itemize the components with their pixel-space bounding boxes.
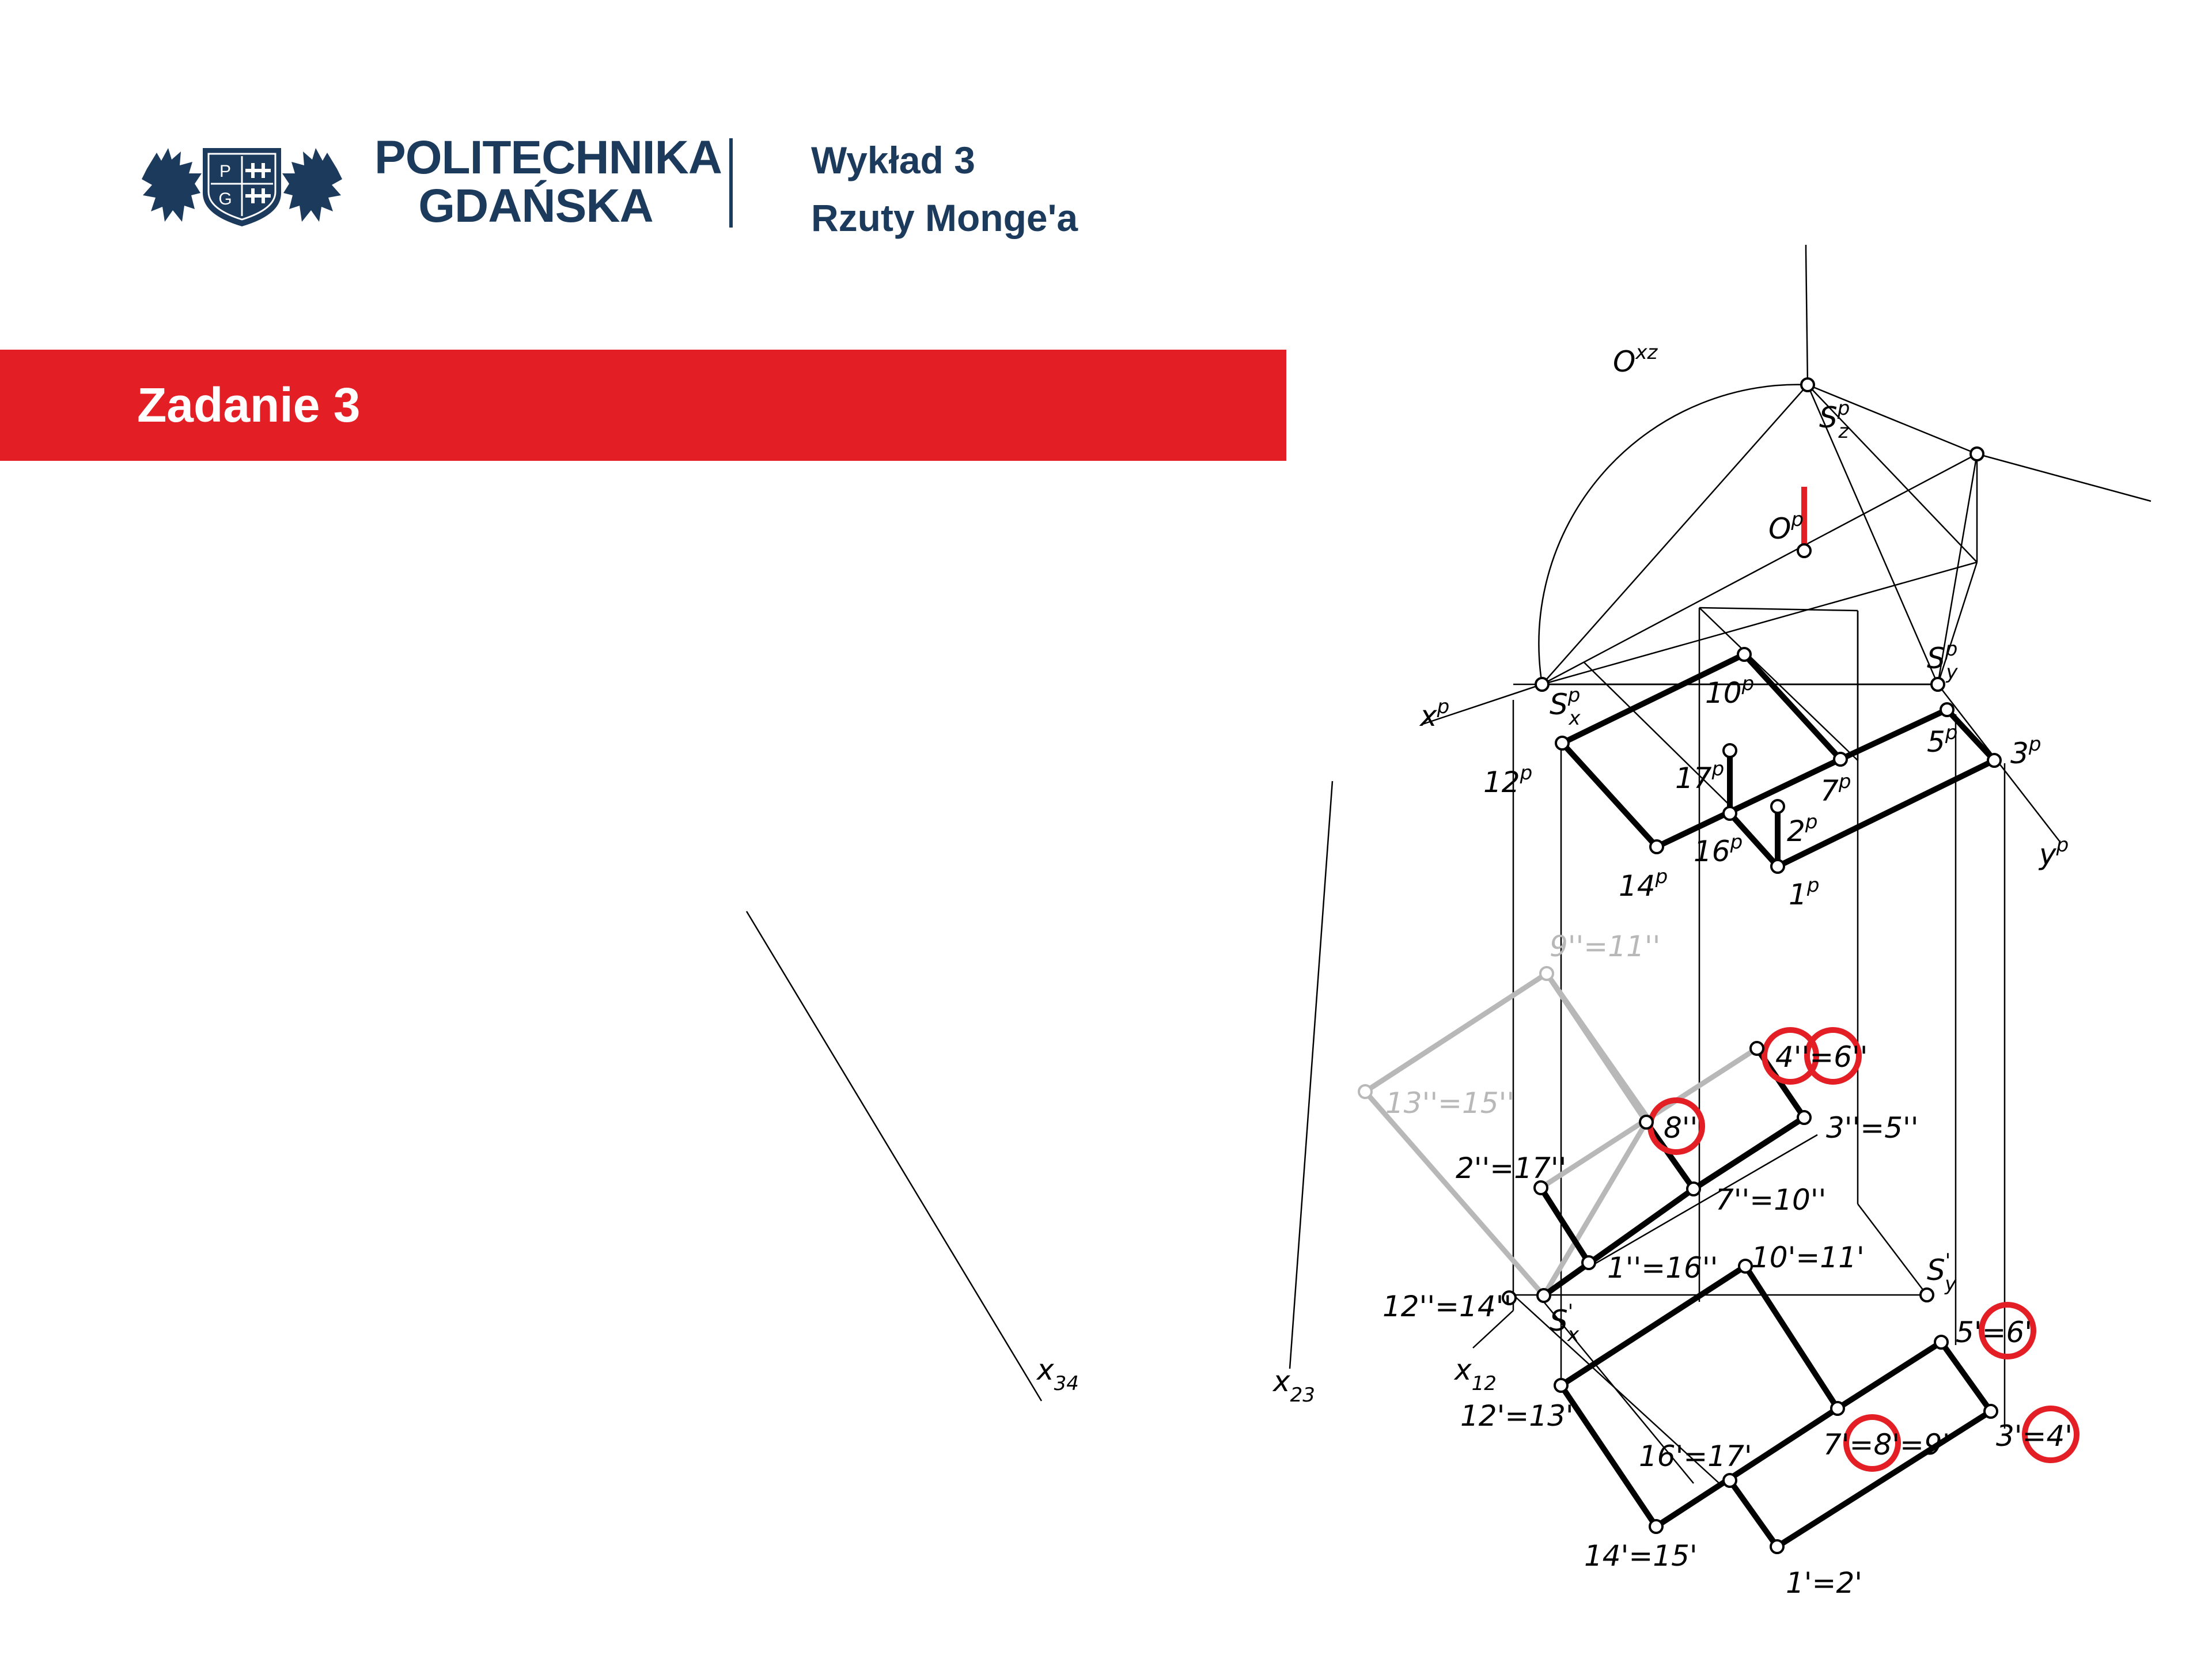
highlight-circle-8h: [1843, 1414, 1901, 1472]
lecture-title: Wykład 3: [811, 139, 975, 181]
label-7-10-elev: 7''=10'': [1715, 1183, 1826, 1217]
hidden-points: [1358, 966, 1554, 1099]
label-3-4-plan: 3'=4': [1996, 1419, 2073, 1453]
header-divider: [729, 138, 733, 228]
task-banner: Zadanie 3: [0, 350, 1286, 461]
lecture-subtitle: Rzuty Monge'a: [811, 196, 1078, 239]
label-1-16-elev: 1''=16'': [1607, 1251, 1718, 1285]
label-8-elev: 8'': [1664, 1111, 1698, 1145]
label-14p: 14p: [1619, 865, 1668, 903]
label-5p: 5p: [1927, 721, 1957, 759]
label-yp: yp: [2038, 834, 2069, 871]
label-17p: 17p: [1675, 757, 1724, 795]
label-2-17-elev: 2''=17'': [1456, 1152, 1566, 1185]
task-title: Zadanie 3: [137, 378, 361, 432]
label-4-6-elev: 4''=6'': [1775, 1040, 1868, 1074]
lecture-info: Wykład 3 Rzuty Monge'a: [811, 131, 1078, 247]
label-x23: x23: [1272, 1365, 1315, 1407]
label-16-17-plan: 16'=17': [1639, 1440, 1752, 1473]
label-10p: 10p: [1705, 672, 1754, 710]
label-2p: 2p: [1787, 810, 1817, 848]
university-name: POLITECHNIKA GDAŃSKA: [374, 131, 722, 232]
label-5-6-plan: 5'=6': [1956, 1316, 2032, 1349]
label-7p: 7p: [1820, 770, 1851, 808]
label-op: Op: [1768, 508, 1804, 546]
logo-letter-p: P: [219, 162, 231, 181]
construction-arc: [1538, 384, 1808, 685]
label-14-15-plan: 14'=15': [1584, 1539, 1698, 1573]
label-x12: x12: [1453, 1353, 1497, 1395]
label-3-5-elev: 3''=5'': [1826, 1111, 1919, 1145]
label-x34: x34: [1036, 1353, 1079, 1395]
highlight-circle-6: [1804, 1027, 1862, 1085]
label-10-11-plan: 10'=11': [1751, 1241, 1865, 1274]
label-16p: 16p: [1694, 831, 1743, 868]
university-name-line2: GDAŃSKA: [418, 180, 654, 232]
label-1p: 1p: [1789, 874, 1819, 911]
highlight-circles: [1647, 487, 2080, 1472]
label-oxz: Oxz: [1613, 341, 1658, 378]
logo-letter-g: G: [218, 190, 232, 209]
label-13-15: 13''=15'': [1385, 1086, 1514, 1120]
label-9-11: 9''=11'': [1550, 930, 1660, 963]
university-name-line1: POLITECHNIKA: [374, 131, 722, 184]
label-12-13-plan: 12'=13': [1460, 1399, 1574, 1433]
label-syh: S'y: [1927, 1249, 1957, 1296]
label-xp: xp: [1419, 695, 1449, 733]
axis-x23-line: [1289, 781, 1334, 1369]
axis-x34-line: [745, 911, 1043, 1402]
label-12p: 12p: [1483, 762, 1532, 799]
construction-lines: [745, 245, 2152, 1487]
label-7-8-9-plan: 7'=8'=9': [1823, 1428, 1950, 1461]
university-logo: P G: [142, 148, 342, 226]
highlight-circle-4: [1762, 1027, 1819, 1085]
highlight-circle-4h: [2022, 1406, 2080, 1463]
label-1-2-plan: 1'=2': [1786, 1566, 1862, 1600]
label-sxh: S'x: [1550, 1300, 1580, 1346]
visible-edges: [1538, 652, 1997, 1550]
highlight-circle-6h: [1979, 1302, 2036, 1359]
points: [1502, 377, 2002, 1554]
label-3p: 3p: [2010, 733, 2041, 770]
label-12-14-elev: 12''=14'': [1382, 1290, 1512, 1323]
